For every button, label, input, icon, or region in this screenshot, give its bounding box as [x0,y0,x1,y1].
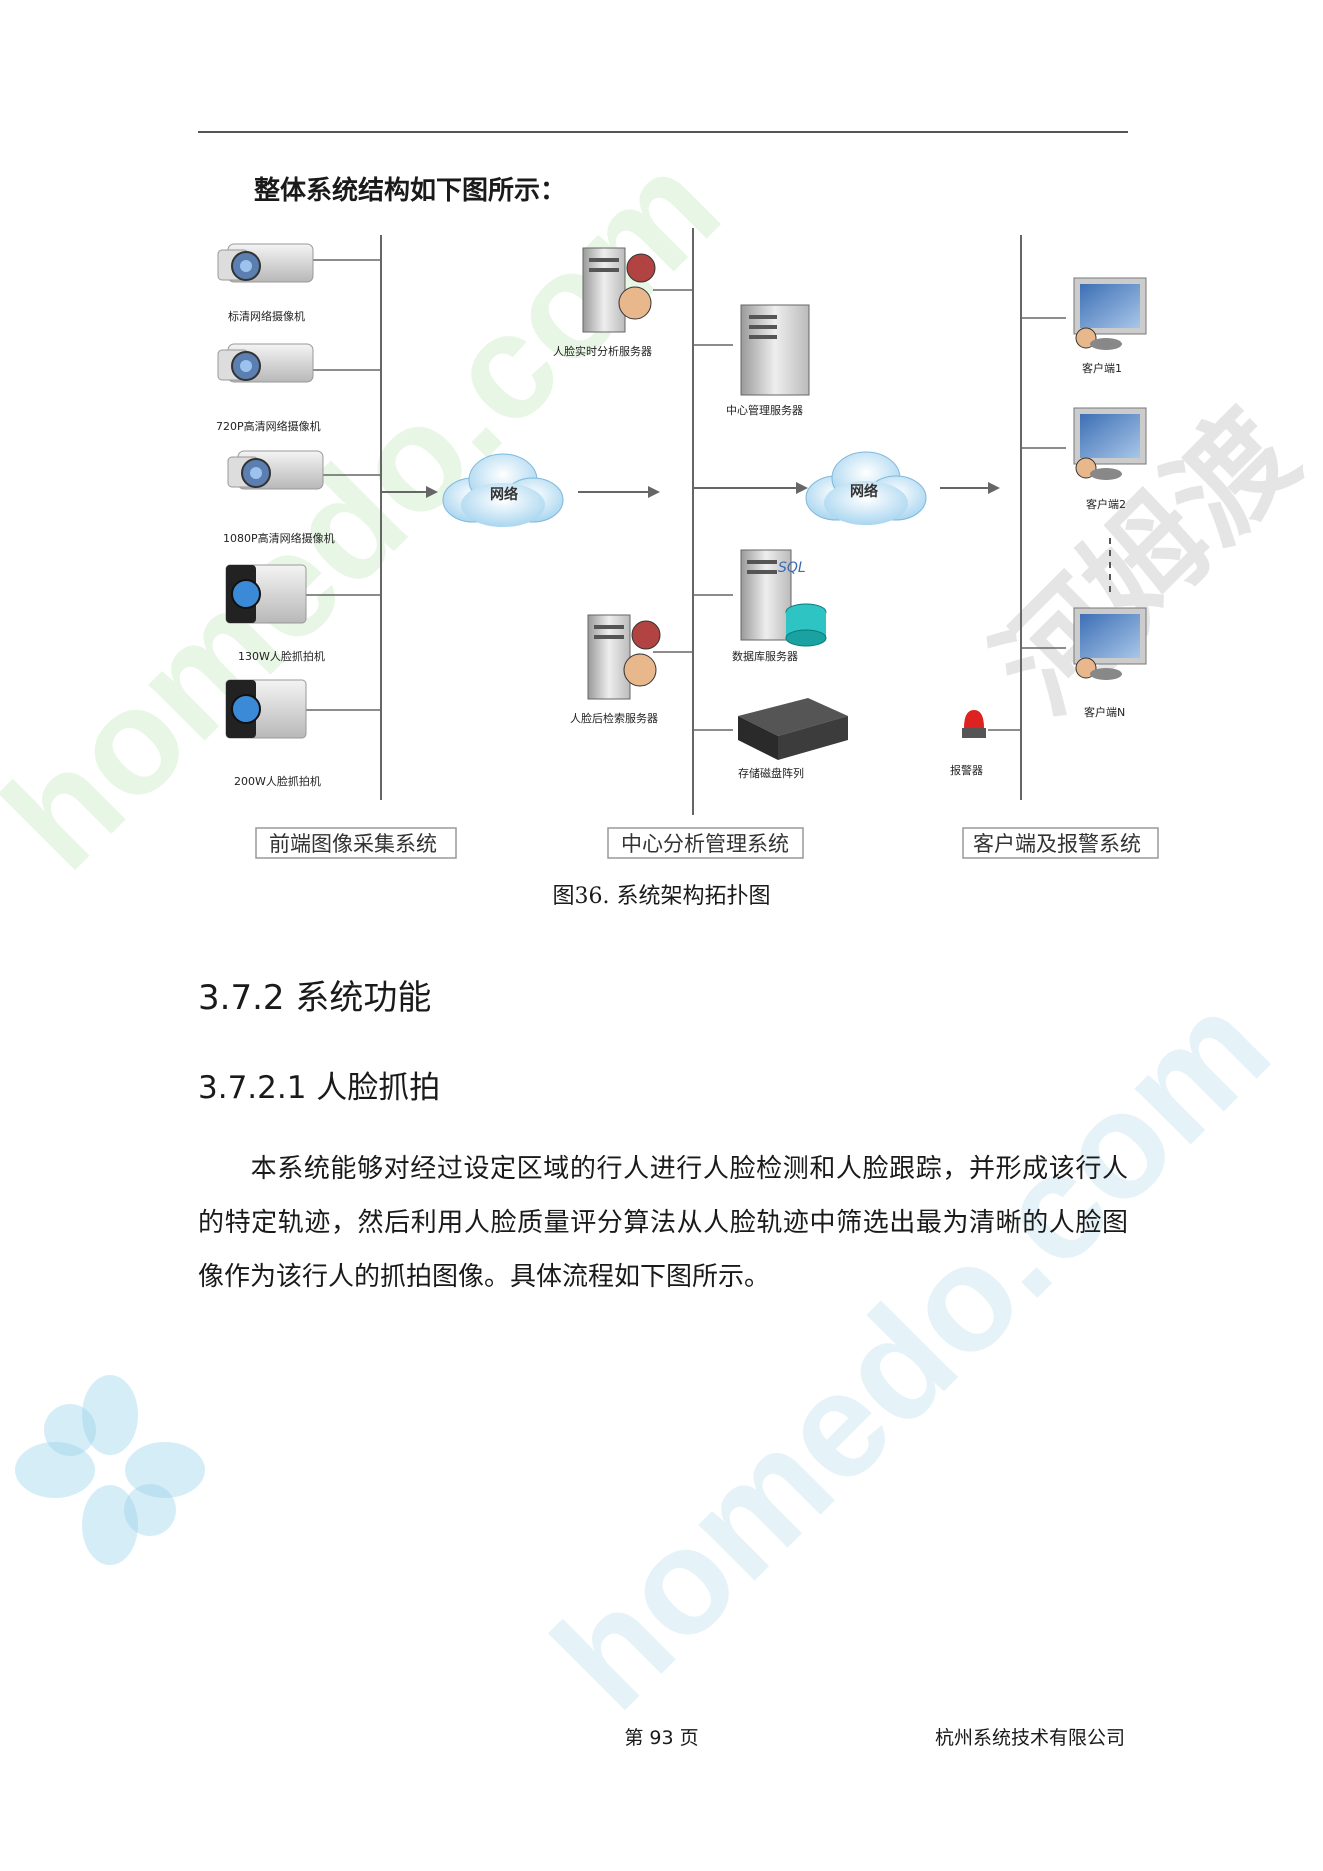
client-workstation-icon [1073,607,1147,680]
camera-icon [217,343,314,383]
client-label: 客户端2 [1086,497,1126,511]
client-label: 客户端1 [1082,361,1122,375]
storage-array-icon [738,698,848,760]
client-label: 客户端N [1084,705,1125,719]
system-box-label: 客户端及报警系统 [973,832,1141,856]
management-server-icon [740,304,810,396]
system-box-label: 中心分析管理系统 [621,832,789,856]
client-workstation-icon [1073,407,1147,480]
system-box-label: 前端图像采集系统 [269,832,437,856]
intro-text: 整体系统结构如下图所示： [254,176,567,206]
paragraph-text: 本系统能够对经过设定区域的行人进行人脸检测和人脸跟踪，并形成该行人的特定轨迹，然… [198,1154,1128,1292]
page-number: 第 93 页 [624,1727,699,1749]
face-capture-camera-icon [225,679,307,739]
architecture-diagram: 标清网络摄像机 720P高清网络摄像机 1080P高清网络摄像机 130W人脸抓… [216,228,1159,859]
network-label: 网络 [490,486,518,503]
footer-company: 杭州系统技术有限公司 [934,1727,1125,1749]
server-label: 存储磁盘阵列 [738,766,804,780]
server-label: 人脸后检索服务器 [570,711,658,725]
camera-icon [227,450,324,490]
figure-caption: 图36. 系统架构拓扑图 [552,884,771,909]
body-paragraph: 本系统能够对经过设定区域的行人进行人脸检测和人脸跟踪，并形成该行人的特定轨迹，然… [198,1142,1128,1304]
camera-label: 标清网络摄像机 [228,309,305,323]
search-server-icon [587,614,661,700]
face-capture-camera-icon [225,564,307,624]
network-cloud-icon [805,451,927,525]
camera-icon [217,243,314,283]
network-label: 网络 [850,483,878,500]
alarm-light-icon [962,710,986,738]
watermark-text: homedo.com [521,961,1301,1741]
camera-label: 720P高清网络摄像机 [216,419,321,433]
sql-tag: SQL [778,560,806,576]
camera-label: 200W人脸抓拍机 [234,774,321,788]
camera-label: 1080P高清网络摄像机 [223,531,335,545]
server-label: 中心管理服务器 [726,403,803,417]
database-server-icon [740,549,827,647]
watermark-flower-icon [15,1375,205,1565]
header-rule [198,131,1128,133]
analysis-server-icon [582,247,656,333]
network-cloud-icon [442,453,564,527]
section-heading: 3.7.2 系统功能 [198,978,432,1018]
client-workstation-icon [1073,277,1147,350]
server-label: 人脸实时分析服务器 [553,344,652,358]
server-label: 数据库服务器 [732,649,798,663]
alarm-label: 报警器 [950,763,983,777]
camera-label: 130W人脸抓拍机 [238,649,325,663]
subsection-heading: 3.7.2.1 人脸抓拍 [198,1070,441,1106]
